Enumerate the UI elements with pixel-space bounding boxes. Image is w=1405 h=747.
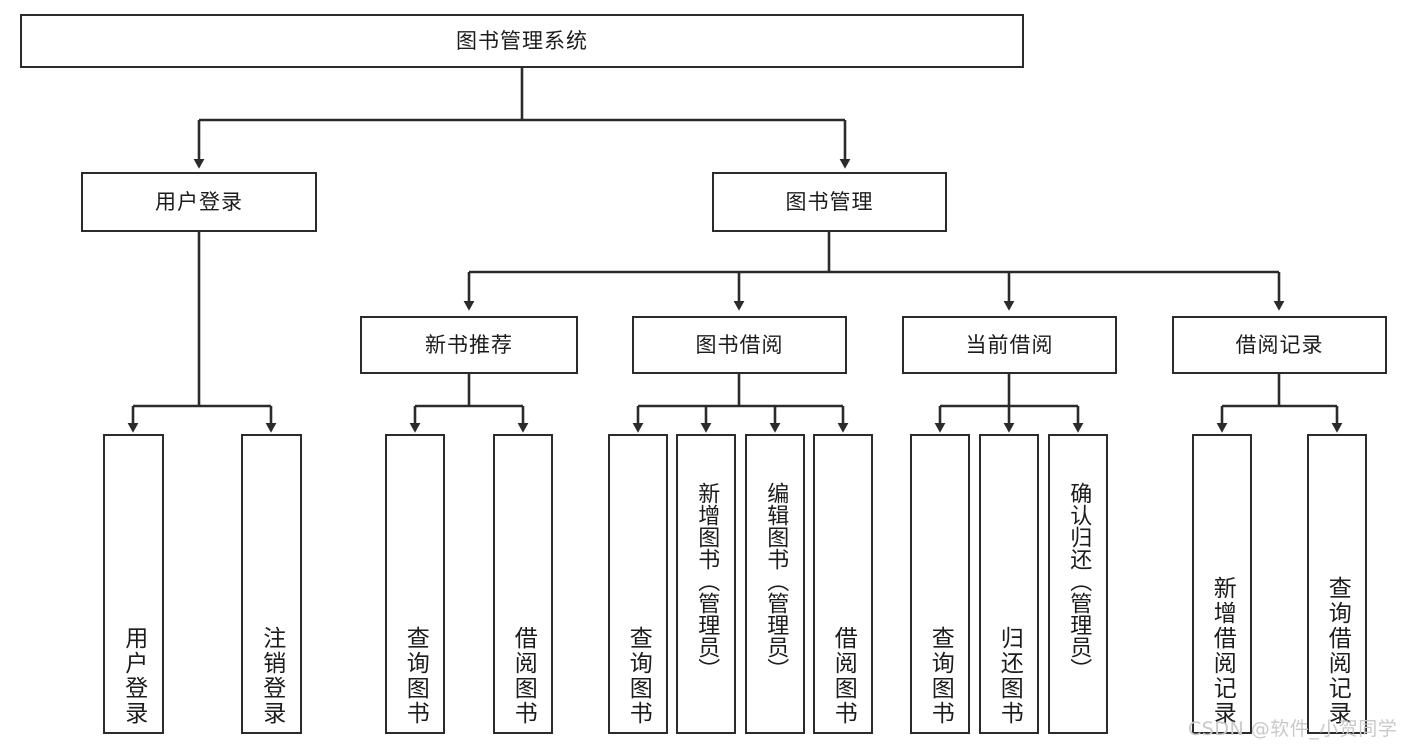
node-current-borrow-label: 当前借阅 [965,332,1054,357]
leaf-add-book[interactable]: 新增图书（管理员） [676,434,736,734]
leaf-query-book-3[interactable]: 查询图书 [910,434,970,734]
node-user-login[interactable]: 用户登录 [81,172,317,232]
leaf-borrow-book-1-label: 借阅图书 [510,626,537,726]
node-current-borrow[interactable]: 当前借阅 [902,316,1117,374]
leaf-query-book-2-label: 查询图书 [625,626,652,726]
leaf-user-login-label: 用户登录 [120,626,147,726]
leaf-borrow-book-2[interactable]: 借阅图书 [813,434,873,734]
node-root[interactable]: 图书管理系统 [20,14,1024,68]
node-book-borrow[interactable]: 图书借阅 [632,316,847,374]
leaf-query-book-1-label: 查询图书 [402,626,429,726]
node-new-book-rec-label: 新书推荐 [425,332,513,357]
leaf-user-login[interactable]: 用户登录 [103,434,164,734]
leaf-query-book-1[interactable]: 查询图书 [385,434,445,734]
leaf-query-record-label: 查询借阅记录 [1324,576,1351,726]
node-book-manage-label: 图书管理 [785,189,874,214]
leaf-borrow-book-2-label: 借阅图书 [830,626,857,726]
leaf-return-book[interactable]: 归还图书 [979,434,1039,734]
leaf-add-record[interactable]: 新增借阅记录 [1192,434,1252,734]
node-borrow-record-label: 借阅记录 [1235,332,1324,357]
leaf-query-record[interactable]: 查询借阅记录 [1307,434,1367,734]
leaf-confirm-return-label: 确认归还（管理员） [1066,482,1092,680]
node-root-label: 图书管理系统 [456,28,588,53]
node-book-borrow-label: 图书借阅 [695,332,784,357]
leaf-query-book-2[interactable]: 查询图书 [608,434,668,734]
leaf-confirm-return[interactable]: 确认归还（管理员） [1048,434,1108,734]
leaf-query-book-3-label: 查询图书 [927,626,954,726]
leaf-borrow-book-1[interactable]: 借阅图书 [493,434,553,734]
node-borrow-record[interactable]: 借阅记录 [1172,316,1387,374]
leaf-edit-book[interactable]: 编辑图书（管理员） [745,434,805,734]
leaf-return-book-label: 归还图书 [996,626,1023,726]
leaf-add-book-label: 新增图书（管理员） [694,482,720,680]
leaf-logout-login-label: 注销登录 [258,626,285,726]
leaf-edit-book-label: 编辑图书（管理员） [763,482,789,680]
node-user-login-label: 用户登录 [155,189,243,214]
watermark: CSDN @软件_小贺同学 [1188,718,1398,740]
leaf-logout-login[interactable]: 注销登录 [241,434,302,734]
node-book-manage[interactable]: 图书管理 [712,172,947,232]
leaf-add-record-label: 新增借阅记录 [1209,576,1236,726]
node-new-book-rec[interactable]: 新书推荐 [360,316,578,374]
